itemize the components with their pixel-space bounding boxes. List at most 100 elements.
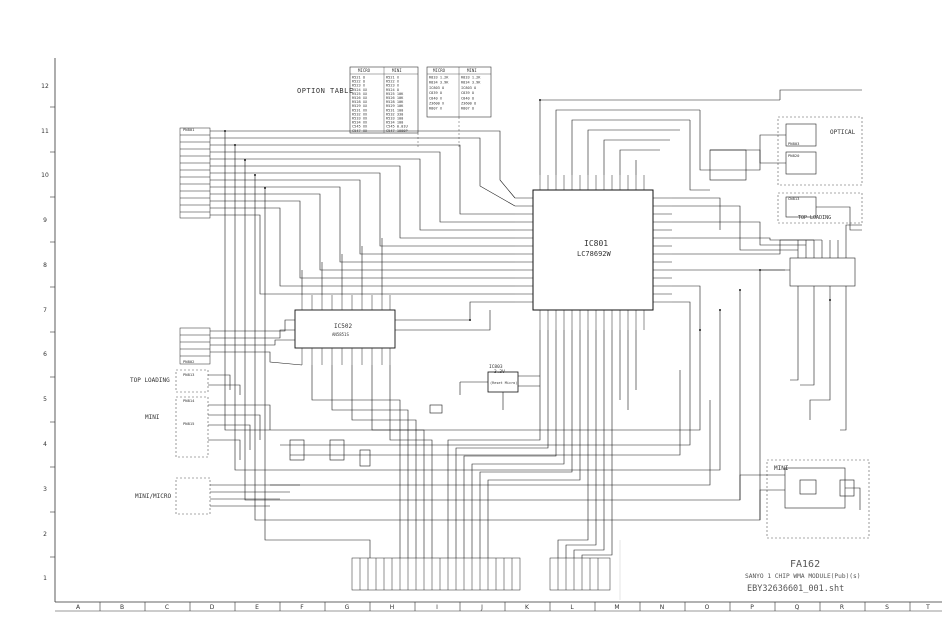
- table2-cell: C839 O: [429, 91, 442, 95]
- table2-cell: R807 O: [461, 107, 474, 111]
- table1-cell: R524 O: [386, 88, 399, 92]
- column-label: K: [525, 604, 530, 611]
- table1-cell: R524 XX: [352, 88, 368, 92]
- column-label: P: [750, 604, 754, 611]
- connector-label: PN815: [183, 421, 194, 426]
- column-label: A: [76, 604, 81, 611]
- column-label: I: [436, 604, 438, 611]
- table1-cell: R532 XX: [352, 112, 368, 116]
- table1-cell: R523 X: [386, 84, 400, 88]
- right-ic-block: [789, 240, 856, 300]
- label-top-loading-right: TOP LOADING: [798, 215, 831, 221]
- column-label: B: [120, 604, 124, 611]
- table1-cell: R522 X: [386, 80, 400, 84]
- column-label: C: [165, 604, 169, 611]
- row-label: 8: [43, 262, 47, 269]
- table2-header: MICRO: [433, 68, 446, 73]
- left-connector-block: [179, 127, 211, 219]
- row-label: 6: [43, 351, 47, 358]
- table1-cell: C545 0.01U: [386, 125, 408, 129]
- table1-cell: R529 10K: [386, 104, 404, 108]
- table1-cell: R529 XX: [352, 104, 368, 108]
- title-file: EBY32636601_001.sht: [747, 584, 844, 594]
- table1-cell: R526 XX: [352, 96, 368, 100]
- row-label: 11: [41, 128, 49, 135]
- option-table-dashed-guides: [417, 117, 460, 147]
- table2-cell: IC803 O: [461, 86, 476, 90]
- table1-cell: R523 X: [352, 84, 366, 88]
- row-label: 1: [43, 575, 47, 582]
- table1-cell: R532 330: [386, 112, 403, 116]
- table1-cell: R533 XX: [352, 117, 368, 121]
- connector-label: CN813: [788, 196, 799, 201]
- connector-label: PN820: [788, 153, 800, 158]
- row-label: 12: [41, 83, 49, 90]
- table2-cell: IC803 O: [429, 86, 444, 90]
- connector-label: PN813: [183, 372, 194, 377]
- table1-cell: C545 XX: [352, 125, 368, 129]
- table1-cell: C547 1000P: [386, 129, 408, 133]
- dashed-box-mini-micro: [175, 477, 211, 515]
- table1-cell: R526 10K: [386, 96, 404, 100]
- table1-cell: R525 10K: [386, 92, 404, 96]
- connector-label: PN802: [183, 359, 194, 364]
- bottom-connector-left: [351, 557, 521, 591]
- column-label: S: [885, 604, 889, 611]
- table2-cell: R834 3.9K: [429, 81, 449, 85]
- table1-cell: R525 XX: [352, 92, 368, 96]
- column-label: N: [660, 604, 665, 611]
- ic803-name: IC803: [489, 364, 503, 370]
- table1-cell: R533 100: [386, 117, 403, 121]
- ic502-name: IC502: [334, 323, 352, 330]
- column-label: T: [925, 604, 930, 611]
- row-ticks: [50, 106, 55, 558]
- junction-dots: [224, 99, 831, 331]
- row-label: 5: [43, 396, 47, 403]
- column-label: O: [705, 604, 710, 611]
- column-label: Q: [795, 604, 800, 611]
- label-optical: OPTICAL: [830, 129, 856, 136]
- table1-cell: R534 100: [386, 121, 403, 125]
- table1-cell: R531 XX: [352, 108, 368, 112]
- wiring: [208, 89, 862, 600]
- row-label: 10: [41, 172, 49, 179]
- ic801-part: LC78692W: [577, 250, 612, 258]
- column-label: L: [570, 604, 574, 611]
- column-label: F: [300, 604, 304, 611]
- label-mini-right: MINI: [774, 465, 789, 472]
- table2-cell: R833 1.2K: [429, 76, 449, 80]
- row-label: 7: [43, 307, 47, 314]
- table1-header: MINI: [392, 68, 402, 73]
- table1-header: MICRO: [358, 68, 371, 73]
- row-label: 4: [43, 441, 47, 448]
- column-label: E: [255, 604, 259, 611]
- dashed-box-optical: [777, 116, 863, 186]
- table2-header: MINI: [467, 68, 477, 73]
- table1-cell: R531 100: [386, 108, 403, 112]
- table1-cell: R534 XX: [352, 121, 368, 125]
- connector-label: PN803: [788, 141, 799, 146]
- ic801-chip: [515, 175, 672, 330]
- connector-label: PN801: [183, 127, 195, 132]
- table1-cell: C547 XX: [352, 129, 368, 133]
- ic803-part: (Reset Micro): [490, 381, 517, 385]
- option-table-title: OPTION TABLE: [297, 87, 354, 95]
- left-connector-block-2: [179, 327, 211, 365]
- table2-cell: R833 1.2K: [461, 76, 481, 80]
- row-label: 3: [43, 486, 47, 493]
- ic801-name: IC801: [584, 239, 608, 248]
- column-label: G: [345, 604, 350, 611]
- dashed-box-top-loading-left: [175, 369, 209, 393]
- column-label: R: [840, 604, 844, 611]
- label-mini-micro: MINI/MICRO: [135, 493, 172, 500]
- connector-label: PN814: [183, 398, 195, 403]
- table1-cell: R521 X: [386, 76, 400, 80]
- table1-cell: R528 XX: [352, 100, 368, 104]
- row-label: 9: [43, 217, 47, 224]
- row-label: 2: [43, 531, 47, 538]
- column-label: J: [480, 604, 483, 611]
- table2-cell: Z3600 X: [429, 102, 445, 106]
- table2-cell: C839 O: [461, 91, 474, 95]
- title-model: FA162: [790, 559, 820, 570]
